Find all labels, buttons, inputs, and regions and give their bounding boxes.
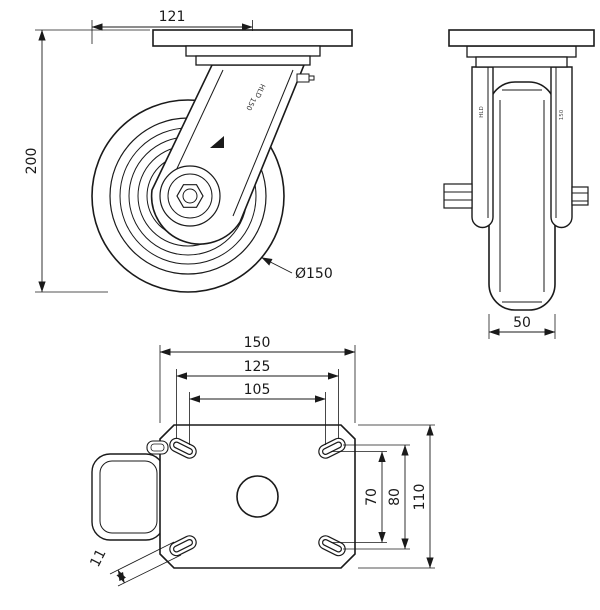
- dimensions: 121 200 Ø150 50 150 125: [24, 9, 556, 587]
- bolt-slot-top-right: [318, 437, 346, 459]
- dim-bolt-pattern-width-outer: 125: [176, 359, 339, 439]
- dim-swivel-radius-text: 121: [159, 9, 186, 25]
- leg-marking-text: HLD: [479, 106, 485, 117]
- axle-end: [571, 186, 589, 206]
- kingpin-hole: [236, 475, 279, 518]
- bolt-slot-bottom-left: [169, 535, 197, 557]
- dim-bolt-slot-width: 11: [87, 541, 182, 587]
- dim-bolt-pattern-width-inner-text: 105: [244, 382, 271, 398]
- leg-marking-text: 150: [559, 109, 565, 120]
- top-view: [91, 424, 356, 569]
- side-view: HLD 150: [91, 29, 353, 293]
- grease-fitting-top: [146, 440, 169, 455]
- dim-wheel-diameter: Ø150: [261, 257, 333, 282]
- dim-wheel-diameter-text: Ø150: [295, 266, 333, 282]
- fork-leg-left: [471, 66, 494, 229]
- dim-plate-depth-text: 110: [412, 484, 428, 511]
- dim-wheel-width-text: 50: [513, 315, 531, 331]
- dim-bolt-pattern-height-outer-text: 80: [387, 488, 403, 506]
- dim-overall-height: 200: [24, 29, 150, 293]
- axle-nut: [443, 183, 473, 209]
- bolt-slot-bottom-right: [318, 535, 346, 557]
- dim-plate-length: 150: [159, 335, 356, 423]
- wheel-top: [91, 453, 165, 541]
- dim-bolt-pattern-width-inner: 105: [189, 382, 326, 445]
- bolt-slot-top-left: [169, 437, 197, 459]
- dim-swivel-radius: 121: [91, 9, 253, 44]
- axle-bolt-hex: [176, 184, 204, 208]
- dim-plate-depth: 110: [358, 424, 435, 569]
- dim-bolt-pattern-height-inner-text: 70: [364, 488, 380, 506]
- swivel-bearing-side: [185, 45, 321, 66]
- axle-hub: [159, 165, 221, 227]
- dim-bolt-pattern-height-outer: 80: [343, 444, 410, 550]
- mounting-plate-side: [152, 29, 353, 47]
- dim-plate-length-text: 150: [244, 335, 271, 351]
- dim-overall-height-text: 200: [24, 148, 40, 175]
- dim-bolt-pattern-height-inner: 70: [331, 451, 387, 543]
- dim-wheel-width: 50: [488, 314, 556, 339]
- fork-leg-right: [550, 66, 573, 229]
- front-view: HLD 150: [443, 29, 595, 311]
- mounting-plate-front: [448, 29, 595, 47]
- grease-fitting: [296, 73, 315, 83]
- wheel-front: [488, 81, 556, 311]
- brand-logo-mark: [210, 136, 224, 148]
- dim-bolt-slot-width-text: 11: [87, 547, 109, 570]
- swivel-bearing-front: [466, 45, 577, 68]
- dim-bolt-pattern-width-outer-text: 125: [244, 359, 271, 375]
